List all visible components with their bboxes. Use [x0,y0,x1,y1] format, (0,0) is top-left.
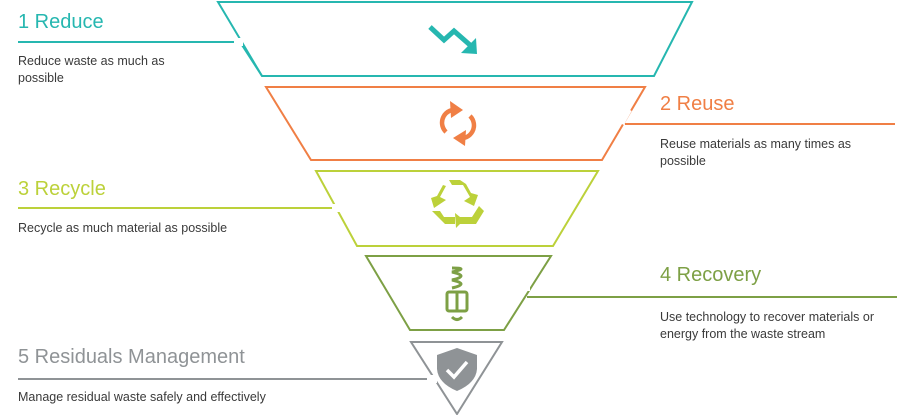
funnel-level-recovery [364,255,897,331]
lightbulb-icon [445,266,469,321]
reduce-title: 1 Reduce [18,11,104,33]
residuals-description: Manage residual waste safely and effecti… [18,390,266,404]
reuse-title: 2 Reuse [660,93,735,115]
cycle-arrows-icon [439,101,477,146]
recovery-description: Use technology to recover materials or e… [660,310,874,341]
residuals-title: 5 Residuals Management [18,346,245,368]
reuse-description: Reuse materials as many times as possibl… [660,137,852,168]
recycle-description: Recycle as much material as possible [18,221,228,235]
recovery-title: 4 Recovery [660,264,762,286]
reduce-description: Reduce waste as much as possible [18,54,165,85]
shield-check-icon [437,348,477,391]
funnel-level-residuals [18,341,504,415]
trend-down-arrow-icon [428,25,477,54]
funnel-level-reduce [18,1,694,77]
funnel-level-recycle [18,170,600,247]
recycle-title: 3 Recycle [18,178,106,200]
recycle-icon [431,180,484,228]
funnel-level-reuse [264,86,895,161]
